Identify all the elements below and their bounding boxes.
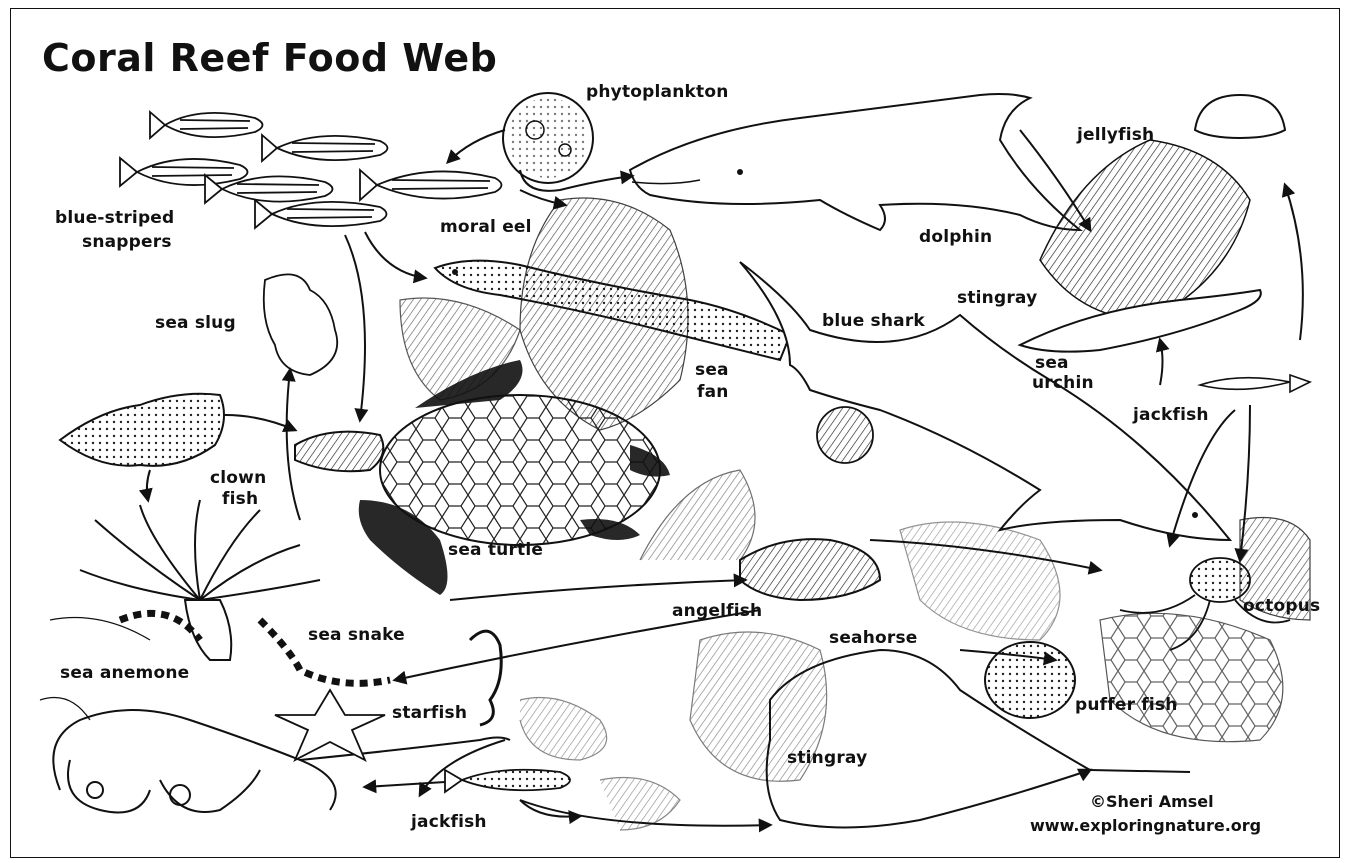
sea-urchin-drawing — [817, 407, 873, 463]
diagram-title: Coral Reef Food Web — [42, 36, 497, 80]
label-clown-fish-1: clown — [210, 470, 266, 488]
label-phytoplankton: phytoplankton — [586, 84, 729, 102]
label-octopus: octopus — [1243, 598, 1320, 616]
dolphin-drawing — [630, 94, 1080, 230]
label-moral-eel: moral eel — [440, 219, 532, 237]
seahorse-drawing — [470, 631, 501, 725]
label-seahorse: seahorse — [829, 630, 918, 648]
jackfish-bottom-drawing — [445, 770, 570, 792]
credit-website: www.exploringnature.org — [1030, 816, 1261, 835]
label-stingray-top: stingray — [957, 290, 1037, 308]
label-blue-shark: blue shark — [822, 313, 925, 331]
label-sea-urchin-1: sea — [1035, 355, 1069, 373]
label-clown-fish-2: fish — [222, 491, 258, 509]
angelfish-left-drawing — [60, 394, 224, 466]
label-sea-urchin-2: urchin — [1032, 375, 1094, 393]
octopus-left-drawing — [53, 710, 510, 813]
snappers-drawing — [120, 112, 502, 228]
label-sea-fan-2: fan — [697, 384, 729, 402]
label-dolphin: dolphin — [919, 229, 992, 247]
jackfish-right-drawing — [1200, 375, 1310, 392]
label-sea-snake: sea snake — [308, 627, 405, 645]
label-sea-turtle: sea turtle — [448, 542, 543, 560]
label-blue-striped-snappers-2: snappers — [82, 234, 172, 252]
label-sea-anemone: sea anemone — [60, 665, 189, 683]
label-jellyfish: jellyfish — [1077, 127, 1154, 145]
label-jackfish-bottom: jackfish — [411, 814, 487, 832]
label-jackfish-right: jackfish — [1133, 407, 1209, 425]
sea-slug-drawing — [264, 274, 337, 375]
label-sea-fan-1: sea — [695, 362, 729, 380]
label-blue-striped-snappers-1: blue-striped — [55, 210, 174, 228]
starfish-drawing — [275, 690, 385, 760]
label-puffer-fish: puffer fish — [1075, 697, 1178, 715]
label-angelfish: angelfish — [672, 603, 762, 621]
label-sea-slug: sea slug — [155, 315, 236, 333]
credit-author: ©Sheri Amsel — [1090, 792, 1214, 811]
label-starfish: starfish — [392, 705, 467, 723]
label-stingray-bottom: stingray — [787, 750, 867, 768]
angelfish-center-drawing — [740, 539, 880, 600]
phytoplankton-drawing — [503, 93, 593, 183]
